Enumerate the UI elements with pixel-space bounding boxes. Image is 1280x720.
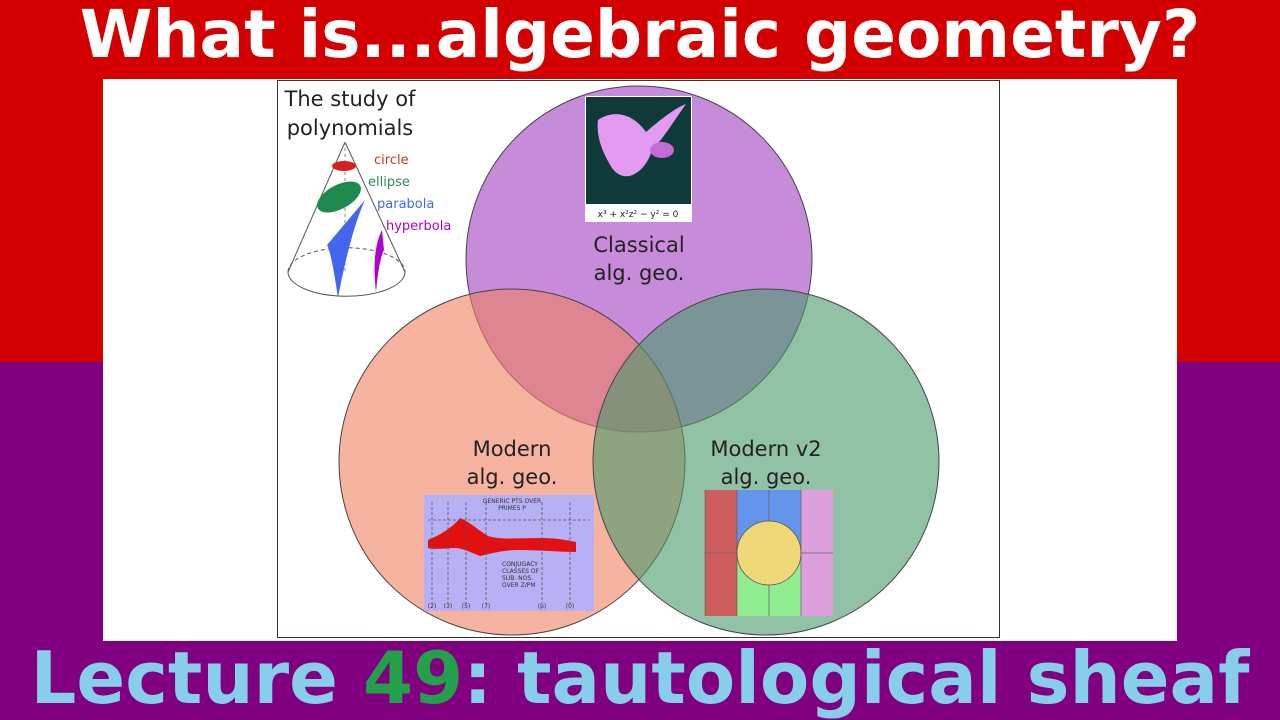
spec-tick-2: (2) bbox=[428, 603, 437, 610]
spec-grid-lines bbox=[428, 502, 590, 604]
spec-z-sketch: GENERIC PTS OVER PRIMES P CONJUGACY CLAS… bbox=[424, 495, 594, 611]
ellipse-label: ellipse bbox=[368, 175, 410, 190]
classical-label-line2: alg. geo. bbox=[594, 261, 685, 285]
spec-sketch-background bbox=[424, 495, 594, 611]
tile-yellow-disk bbox=[736, 520, 802, 586]
cone-illustration: The study of polynomials circle ellipse … bbox=[284, 87, 451, 298]
modern-label-line2: alg. geo. bbox=[467, 465, 558, 489]
modern-v2-circle bbox=[592, 288, 940, 636]
parabola-section bbox=[327, 200, 365, 298]
spec-tick-3: (3) bbox=[444, 603, 453, 610]
modern-label-line1: Modern bbox=[473, 437, 552, 461]
modern-v2-label-line1: Modern v2 bbox=[710, 437, 821, 461]
slide-frame bbox=[277, 80, 1000, 638]
spec-label-mid-2: CLASSES OF bbox=[502, 568, 540, 575]
spec-tick-0: (0) bbox=[566, 603, 575, 610]
lecture-topic: : tautological sheaf bbox=[463, 636, 1250, 720]
lecture-number: 49 bbox=[363, 636, 464, 720]
classical-label-line1: Classical bbox=[593, 233, 684, 257]
video-title: What is...algebraic geometry? bbox=[79, 0, 1201, 73]
lecture-subtitle: Lecture 49: tautological sheaf bbox=[0, 636, 1280, 720]
cone-caption-line2: polynomials bbox=[287, 116, 414, 140]
cone-base-front bbox=[287, 271, 406, 297]
cone-base-back bbox=[287, 247, 406, 273]
spec-red-curve bbox=[428, 518, 576, 556]
tile-picture bbox=[704, 490, 833, 616]
spec-label-mid-3: SUB. NOS. bbox=[502, 575, 533, 582]
hyperbola-section bbox=[374, 230, 384, 292]
spec-label-mid-4: OVER Z/PM bbox=[502, 582, 536, 589]
spec-label-mid-1: CONJUGACY bbox=[502, 561, 538, 568]
parabola-label: parabola bbox=[377, 197, 434, 212]
spec-tick-p: (p) bbox=[538, 603, 547, 610]
surface-image: x³ + x²z² − y² = 0 bbox=[585, 96, 692, 222]
lecture-word: Lecture bbox=[30, 636, 338, 720]
spec-label-top-1: GENERIC PTS OVER bbox=[483, 498, 541, 505]
hyperbola-label: hyperbola bbox=[386, 219, 451, 234]
spec-tick-7: (7) bbox=[482, 603, 491, 610]
spec-tick-5: (5) bbox=[462, 603, 471, 610]
surface-shape bbox=[597, 104, 686, 177]
cone-edge-right bbox=[344, 141, 406, 273]
surface-equation: x³ + x²z² − y² = 0 bbox=[598, 210, 679, 220]
cone-caption-line1: The study of bbox=[284, 87, 416, 111]
surface-lobe bbox=[650, 142, 674, 158]
ellipse-section bbox=[317, 181, 361, 213]
circle-section bbox=[332, 161, 356, 171]
circle-label: circle bbox=[374, 153, 409, 168]
spec-label-top-2: PRIMES P bbox=[498, 505, 526, 512]
modern-v2-label-line2: alg. geo. bbox=[721, 465, 812, 489]
